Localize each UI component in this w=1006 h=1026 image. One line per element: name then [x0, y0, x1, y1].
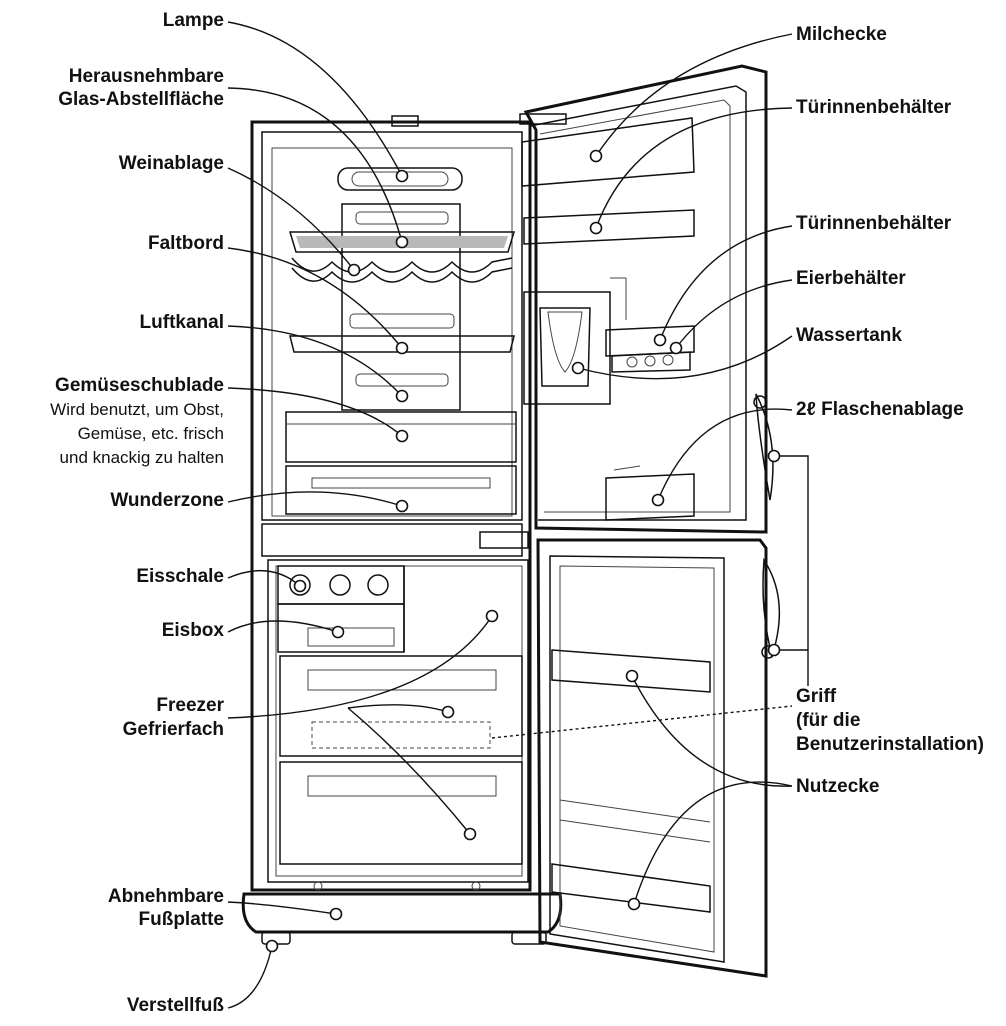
label-verstellfuss: Verstellfuß — [126, 995, 224, 1016]
label-glas-line2: Glas-Abstellfläche — [58, 89, 224, 110]
wonder-zone — [285, 465, 517, 515]
label-weinablage: Weinablage — [118, 153, 224, 174]
label-fussplatte-line1: Abnehmbare — [107, 886, 224, 907]
label-griff-line2: (für die — [796, 710, 861, 731]
air-duct — [341, 203, 461, 411]
label-griff-line3: Benutzerinstallation) — [796, 734, 984, 755]
label-griff: Griff — [796, 686, 837, 707]
leader-lines — [227, 21, 809, 1009]
label-gemuese-desc-line2: Gemüse, etc. frisch — [77, 424, 224, 443]
label-lampe: Lampe — [162, 10, 224, 31]
label-wassertank: Wassertank — [796, 325, 902, 346]
label-eisbox: Eisbox — [161, 620, 224, 641]
cabinet — [250, 115, 532, 892]
label-tuerinnenbehaelter-2: Türinnenbehälter — [796, 213, 952, 234]
vegetable-drawer — [285, 411, 517, 463]
label-faltbord: Faltbord — [148, 233, 224, 254]
label-fussplatte-line2: Fußplatte — [138, 909, 225, 930]
upper-door — [519, 64, 774, 534]
lower-door — [536, 538, 781, 978]
label-gefrierfach: Gefrierfach — [122, 719, 224, 740]
label-luftkanal: Luftkanal — [139, 312, 224, 333]
label-milchecke: Milchecke — [796, 24, 887, 45]
base-plate — [241, 881, 563, 945]
ice-box — [277, 566, 405, 653]
label-eierbehaelter: Eierbehälter — [796, 268, 906, 289]
freezer-drawers — [279, 655, 523, 865]
label-wunderzone: Wunderzone — [110, 490, 224, 511]
fold-shelf — [289, 335, 515, 353]
label-gemuese-desc-line1: Wird benutzt, um Obst, — [50, 400, 224, 419]
label-flaschenablage: 2ℓ Flaschenablage — [796, 399, 964, 420]
label-gemuese-desc-line3: und knackig zu halten — [59, 448, 224, 467]
label-nutzecke: Nutzecke — [796, 776, 880, 797]
wine-rack — [291, 257, 513, 283]
label-freezer: Freezer — [156, 695, 224, 716]
leader-dots — [265, 149, 781, 953]
label-gemueseschublade: Gemüseschublade — [55, 375, 224, 396]
label-tuerinnenbehaelter-1: Türinnenbehälter — [796, 97, 952, 118]
label-eisschale: Eisschale — [136, 566, 224, 587]
label-glas-line1: Herausnehmbare — [68, 66, 224, 87]
